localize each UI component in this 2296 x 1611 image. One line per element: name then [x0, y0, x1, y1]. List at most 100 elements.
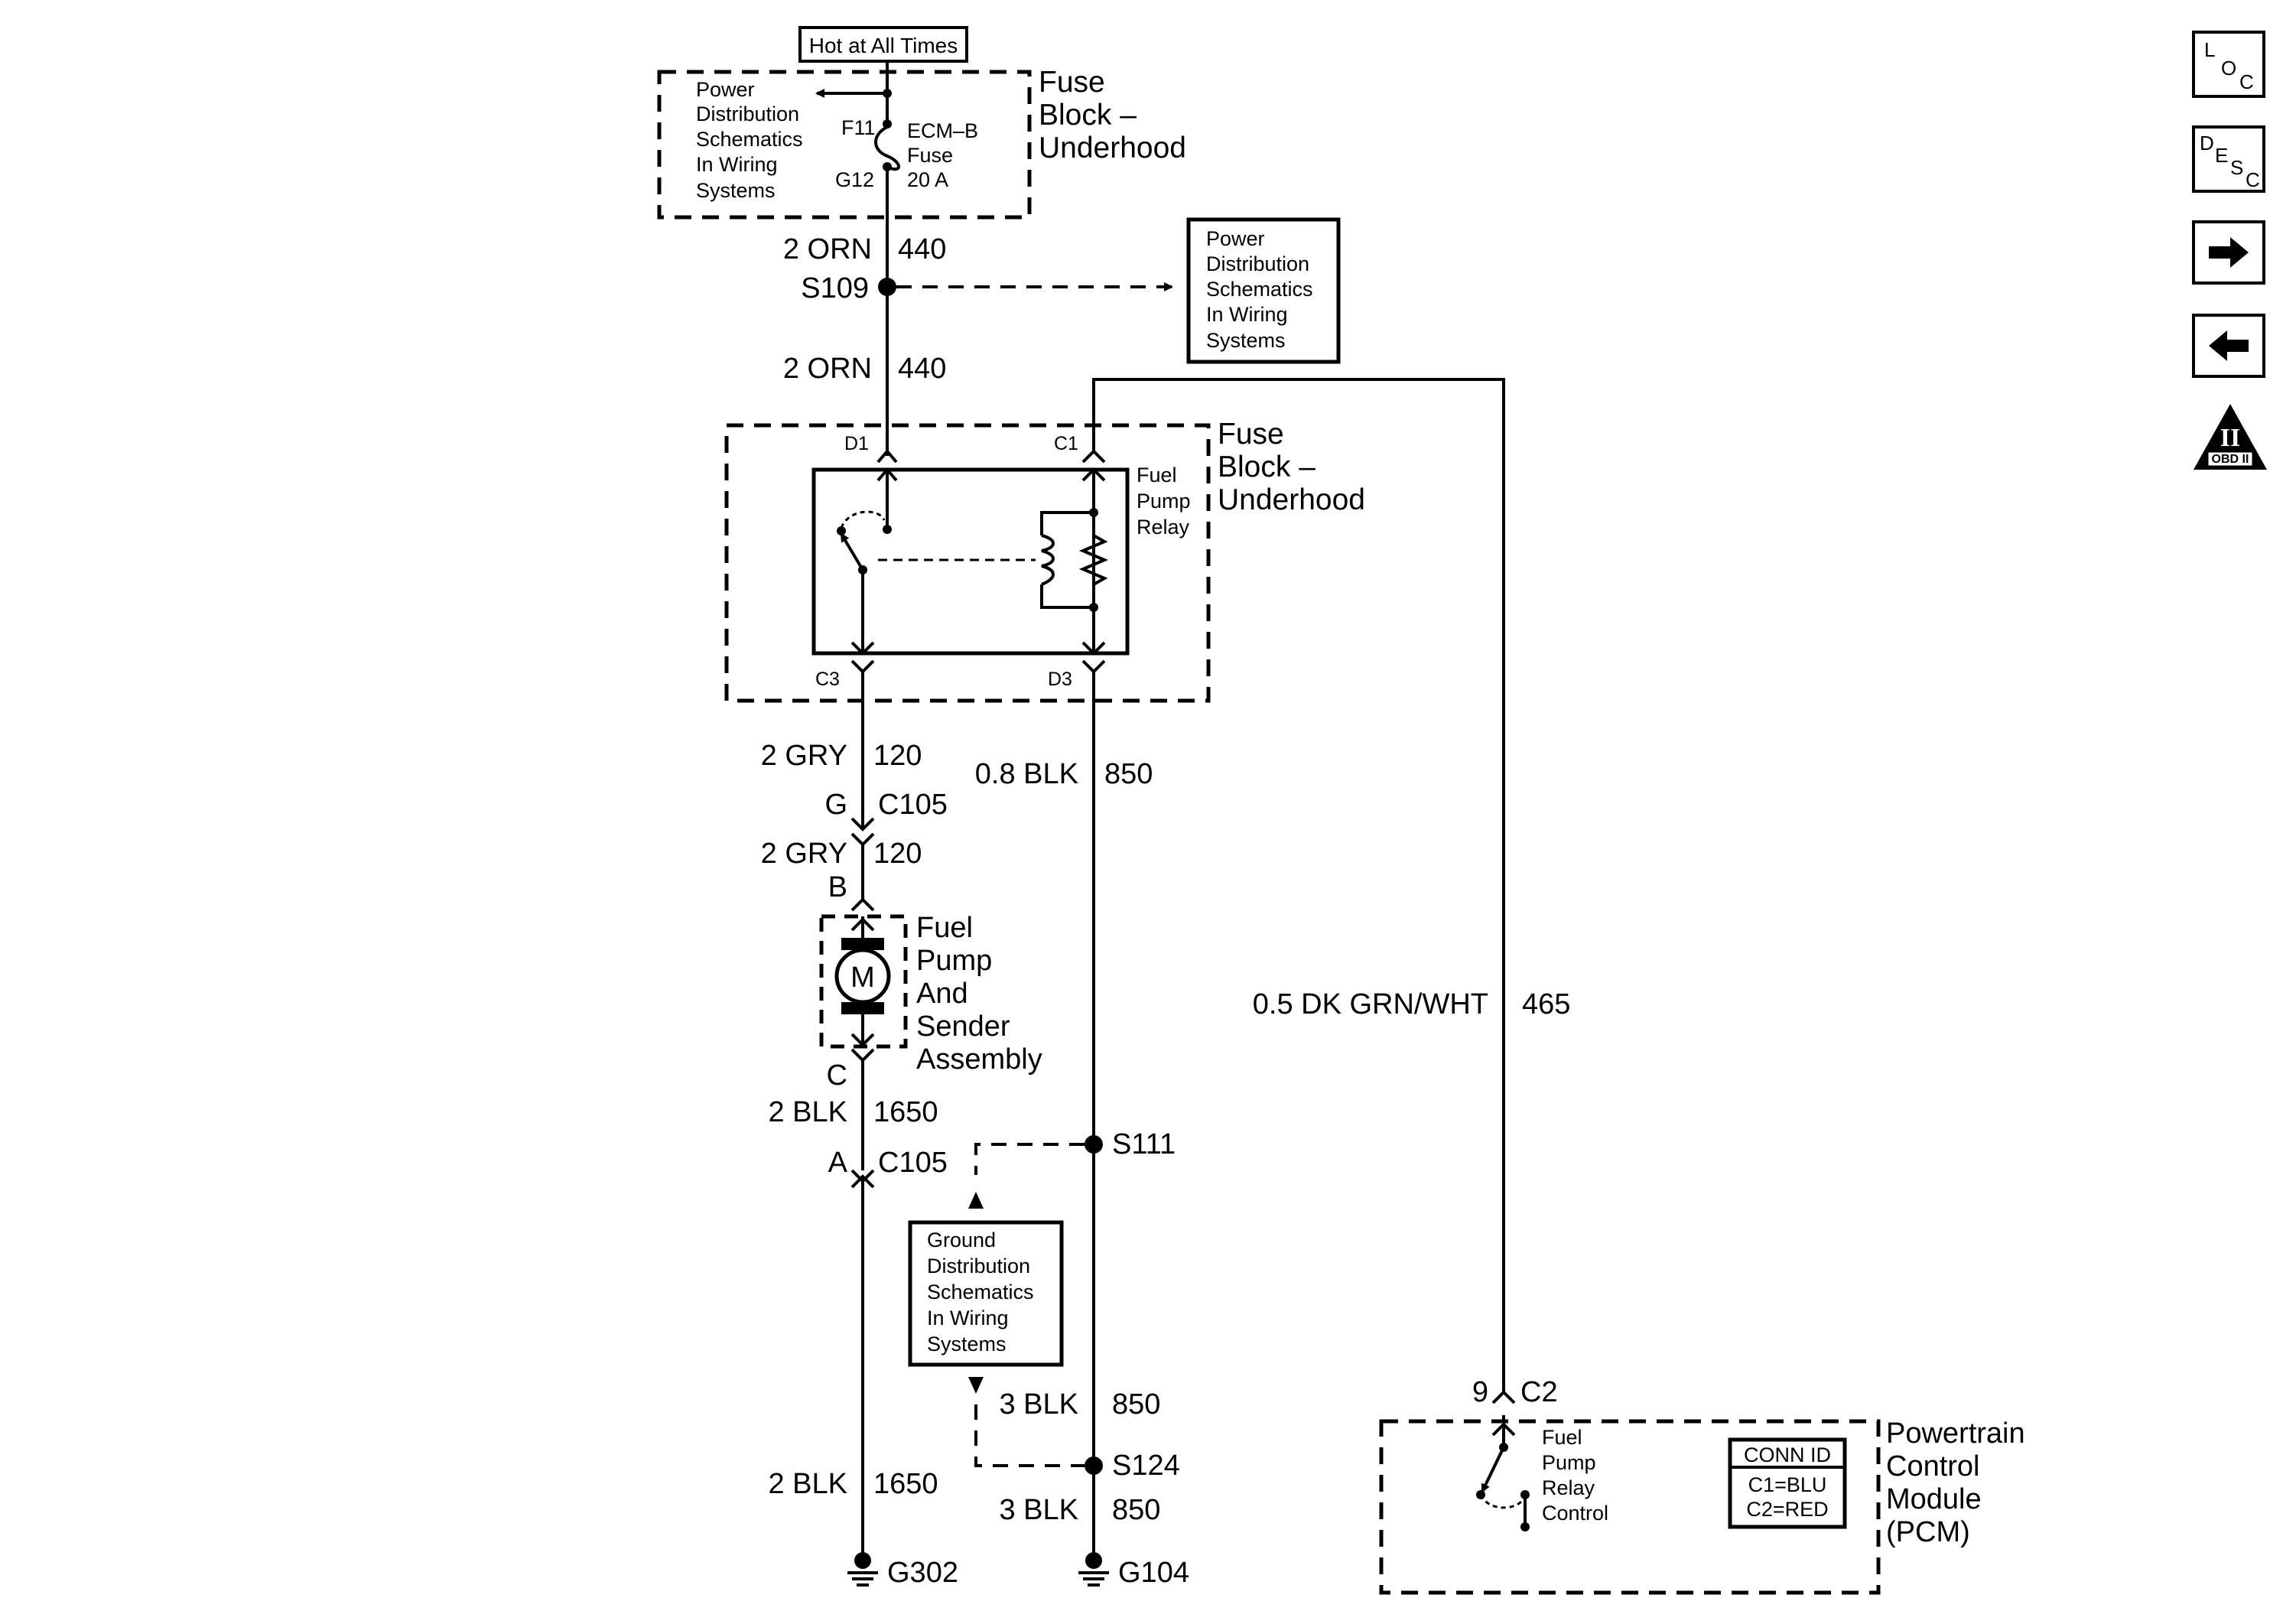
pcm-module: Fuel Pump Relay Control CONN ID C1=BLU C… — [1379, 1415, 1881, 1595]
wire-w8-gauge: 3 BLK — [999, 1388, 1078, 1421]
pump-label-line2: Pump — [916, 945, 992, 977]
desc-letter-s: S — [2230, 156, 2244, 179]
fuse-block-2-line1: Fuse — [1218, 418, 1284, 451]
ground-g302-label: G302 — [887, 1557, 958, 1589]
next-button[interactable] — [2192, 220, 2265, 285]
pcm-label-line1: Powertrain — [1886, 1417, 2025, 1450]
wire-w10-circuit: 850 — [1112, 1494, 1160, 1526]
fuse-block-top: Power Distribution Schematics In Wiring … — [657, 61, 1032, 220]
wire-w4-circuit: 120 — [873, 838, 922, 870]
conn-id-c1: C1=BLU — [1748, 1473, 1827, 1496]
c105-top-pin: G — [824, 789, 847, 821]
pump-label-line3: And — [916, 978, 968, 1010]
wire-w6-circuit: 465 — [1522, 988, 1570, 1020]
pcm-label-line2: Control — [1886, 1450, 1980, 1482]
fuse-f11-label: F11 — [841, 116, 876, 139]
ground-dist-box: Ground Distribution Schematics In Wiring… — [908, 1220, 1064, 1367]
c105-top-connector — [850, 817, 875, 832]
pcm-control-line1: Fuel — [1542, 1426, 1582, 1449]
motor-icon — [834, 948, 891, 1004]
relay-switch-icon — [840, 532, 864, 571]
ground-dist-line4: In Wiring — [927, 1307, 1009, 1329]
wire-w9-gauge: 2 BLK — [768, 1468, 847, 1500]
relay-label-line1: Fuel — [1137, 464, 1177, 487]
wire-w3-circuit: 120 — [873, 740, 922, 772]
splice-s111-dot — [1085, 1135, 1103, 1154]
loc-letter-o: O — [2221, 57, 2237, 80]
power-dist-1-line3: Schematics — [696, 128, 803, 151]
loc-button[interactable]: L O C — [2192, 31, 2265, 98]
splice-s124-label: S124 — [1112, 1450, 1180, 1482]
conn-id-c2: C2=RED — [1746, 1498, 1828, 1521]
pump-label-line1: Fuel — [916, 912, 973, 944]
desc-button[interactable]: D E S C — [2192, 125, 2265, 193]
fuse-g12-label: G12 — [835, 168, 874, 191]
fuse-block-1-line3: Underhood — [1039, 132, 1186, 164]
ground-dist-line5: Systems — [927, 1333, 1007, 1356]
wire-w3-gauge: 2 GRY — [761, 740, 847, 772]
ground-g104-icon — [1078, 1552, 1109, 1587]
wire-w7-circuit: 1650 — [873, 1096, 938, 1128]
loc-letter-c: C — [2239, 70, 2254, 93]
fuse-block-1-line2: Block – — [1039, 99, 1137, 132]
fuse-block-2-line3: Underhood — [1218, 483, 1365, 516]
c105-bot-label: C105 — [878, 1147, 948, 1179]
pcm-switch-icon — [1481, 1447, 1505, 1493]
ground-dist-up-arrow — [968, 1192, 984, 1209]
relay-pin-d1: D1 — [844, 433, 869, 454]
fuel-pump-relay-box — [811, 467, 1130, 656]
relay-resistor-icon — [1078, 534, 1109, 586]
power-dist-2-line2: Distribution — [1206, 252, 1309, 275]
motor-label: M — [850, 962, 875, 994]
obd-ii-button[interactable]: II OBD II — [2190, 401, 2270, 474]
splice-s124-dot — [1085, 1456, 1103, 1475]
wire-w6-gauge: 0.5 DK GRN/WHT — [1253, 988, 1488, 1020]
hot-at-all-times-box: Hot at All Times — [798, 26, 968, 63]
pump-pin-c: C — [827, 1059, 847, 1092]
desc-letter-d: D — [2200, 132, 2214, 155]
arrow-right-icon — [2209, 237, 2249, 268]
power-dist-2-line1: Power — [1206, 227, 1265, 250]
power-dist-box-2: Power Distribution Schematics In Wiring … — [1186, 217, 1341, 364]
wire-w1-gauge: 2 ORN — [783, 233, 872, 265]
pump-label-line4: Sender — [916, 1011, 1010, 1043]
ground-dist-line1: Ground — [927, 1229, 996, 1251]
wire-w8-circuit: 850 — [1112, 1388, 1160, 1421]
pump-pin-b: B — [828, 871, 847, 903]
wire-465 — [1092, 378, 1505, 1392]
obd-ii-icon — [2194, 404, 2267, 470]
desc-letter-e: E — [2215, 144, 2229, 167]
splice-s109-label: S109 — [801, 272, 869, 304]
wire-w10-gauge: 3 BLK — [999, 1494, 1078, 1526]
ground-dist-down-arrow — [968, 1377, 984, 1394]
power-dist-1-line2: Distribution — [696, 103, 799, 125]
ground-g104-label: G104 — [1118, 1557, 1189, 1589]
conn-id-title: CONN ID — [1744, 1443, 1831, 1466]
relay-label-line2: Pump — [1137, 490, 1191, 513]
power-dist-2-line4: In Wiring — [1206, 303, 1288, 326]
fuse-block-1-line1: Fuse — [1039, 66, 1105, 99]
fuel-pump-assembly: M — [819, 914, 908, 1049]
pcm-pin-label: 9 — [1472, 1376, 1488, 1408]
c105-top-label: C105 — [878, 789, 948, 821]
back-button[interactable] — [2192, 314, 2265, 378]
pcm-label-line4: (PCM) — [1886, 1516, 1970, 1548]
pcm-control-line3: Relay — [1542, 1476, 1595, 1499]
wire-w2-gauge: 2 ORN — [783, 353, 872, 385]
wire-w5-gauge: 0.8 BLK — [975, 758, 1078, 790]
power-dist-2-line3: Schematics — [1206, 278, 1313, 301]
power-dist-1-line5: Systems — [696, 179, 776, 202]
arrow-left-icon — [2209, 330, 2249, 361]
pcm-control-line4: Control — [1542, 1502, 1608, 1525]
fuse-block-underhood: D1 C1 C3 D3 Fuel Pump Relay — [724, 423, 1211, 703]
splice-s111-label: S111 — [1112, 1128, 1176, 1160]
ground-g302-icon — [847, 1552, 878, 1587]
obd-caption: OBD II — [2211, 453, 2249, 466]
fuse-name-line2: Fuse — [907, 144, 953, 167]
wire-w2-circuit: 440 — [898, 353, 946, 385]
ground-dist-line3: Schematics — [927, 1281, 1034, 1303]
wire-w9-circuit: 1650 — [873, 1468, 938, 1500]
power-dist-2-line5: Systems — [1206, 329, 1286, 352]
hot-at-all-times-label: Hot at All Times — [809, 34, 958, 57]
